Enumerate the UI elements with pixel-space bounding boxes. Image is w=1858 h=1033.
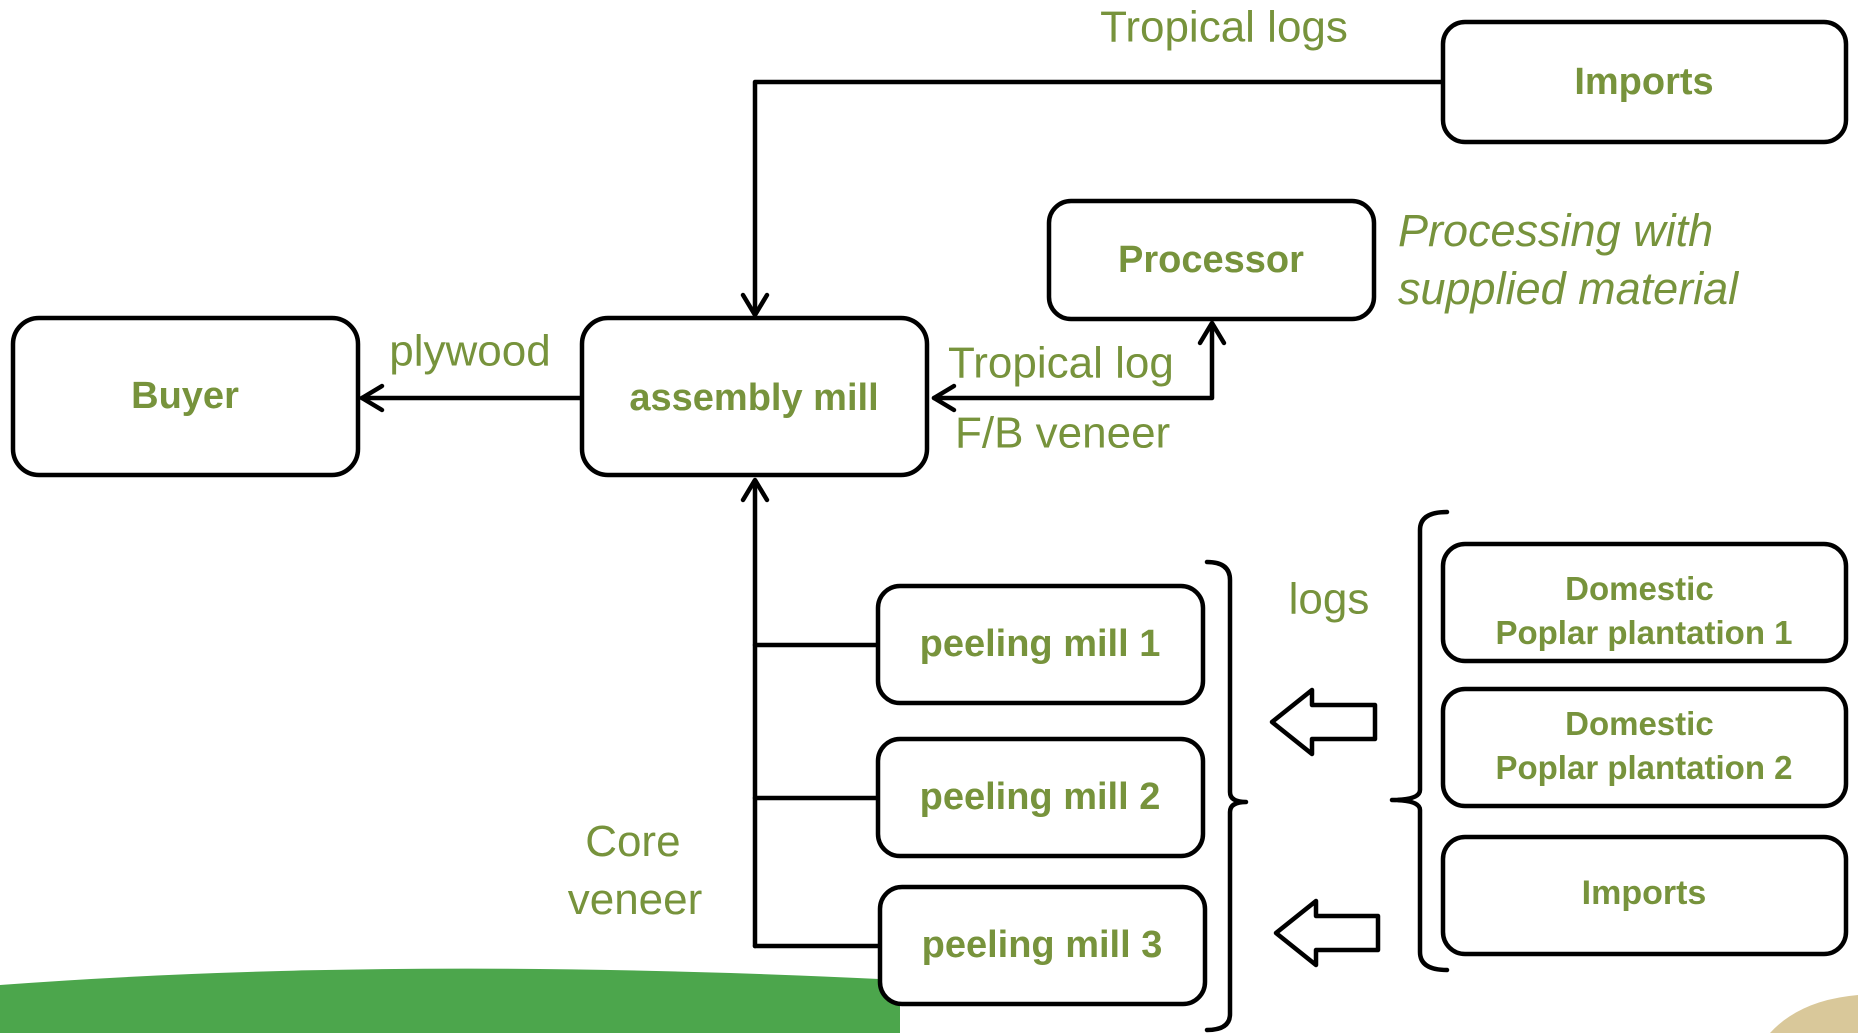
node-peeling-mill-2: peeling mill 2	[875, 736, 1206, 859]
label-tropical-logs: Tropical logs	[1100, 3, 1348, 52]
connector-processor-to-assembly	[931, 323, 1215, 401]
buyer-label: Buyer	[131, 375, 239, 417]
imports-bottom-label: Imports	[1582, 874, 1707, 912]
note-line-1: Processing with	[1398, 205, 1713, 256]
domestic-1-line-2: Poplar plantation 1	[1495, 614, 1792, 651]
node-domestic-plantation-1: Domestic Poplar plantation 1	[1440, 541, 1849, 664]
imports-top-label: Imports	[1574, 61, 1713, 103]
label-tropical-log: Tropical log	[948, 339, 1174, 388]
arrowhead-left-assembly	[931, 383, 957, 413]
node-peeling-mill-1: peeling mill 1	[875, 583, 1206, 706]
hollow-arrow-lower	[1273, 898, 1381, 968]
label-logs: logs	[1289, 575, 1370, 624]
node-assembly-mill: assembly mill	[579, 315, 930, 478]
connector-imports-to-assembly	[752, 79, 1446, 313]
footer-corner-decoration	[1770, 995, 1858, 1033]
core-veneer-line-2: veneer	[568, 875, 703, 924]
arrowhead-left-buyer	[359, 383, 385, 413]
peeling-mill-1-label: peeling mill 1	[920, 623, 1161, 665]
node-peeling-mill-3: peeling mill 3	[877, 884, 1208, 1007]
domestic-2-line-1: Domestic	[1565, 705, 1714, 742]
domestic-1-line-1: Domestic	[1565, 570, 1714, 607]
peeling-mill-3-label: peeling mill 3	[922, 924, 1163, 966]
processor-label: Processor	[1118, 239, 1304, 281]
peeling-mill-2-label: peeling mill 2	[920, 776, 1161, 818]
footer-band	[0, 968, 900, 1033]
node-imports-bottom: Imports	[1440, 834, 1849, 957]
hollow-arrow-upper	[1269, 687, 1378, 757]
node-processor: Processor	[1046, 198, 1377, 322]
label-plywood: plywood	[389, 327, 550, 376]
domestic-2-label: Domestic Poplar plantation 2	[1495, 705, 1792, 786]
arrowhead-up-processor	[1197, 320, 1227, 346]
bracket-peeling-mills	[1204, 559, 1249, 1033]
node-domestic-plantation-2: Domestic Poplar plantation 2	[1440, 686, 1849, 809]
label-fb-veneer: F/B veneer	[955, 409, 1170, 458]
domestic-2-line-2: Poplar plantation 2	[1495, 749, 1792, 786]
note-processing-supplied-material: Processing with supplied material	[1398, 205, 1740, 314]
node-imports-top: Imports	[1440, 19, 1849, 145]
arrowhead-up-assembly	[740, 477, 770, 503]
arrowhead-down-assembly	[740, 292, 770, 318]
domestic-1-label: Domestic Poplar plantation 1	[1495, 570, 1792, 651]
bracket-sources	[1389, 509, 1450, 973]
note-line-2: supplied material	[1398, 263, 1740, 314]
label-core-veneer: Core veneer	[568, 817, 703, 924]
core-veneer-line-1: Core	[585, 817, 680, 866]
node-buyer: Buyer	[10, 315, 361, 478]
assembly-mill-label: assembly mill	[629, 377, 878, 419]
